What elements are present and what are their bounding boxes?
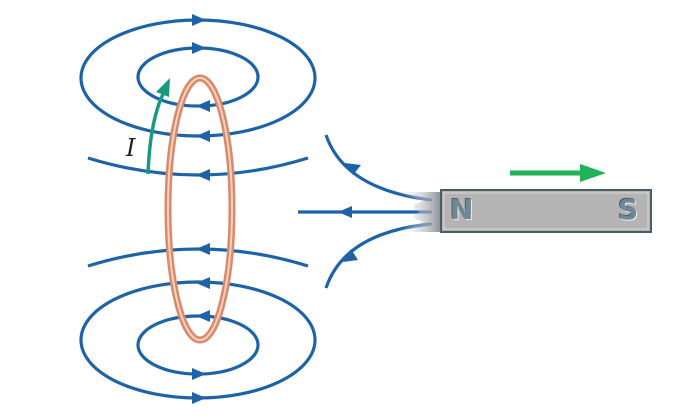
bottom-inner-field-loop [136, 314, 260, 376]
current-arrowhead-icon [156, 78, 170, 97]
lower-field-arc [87, 247, 309, 268]
arrow-left-icon [196, 130, 210, 142]
magnet-field-lower [324, 222, 433, 289]
arrow-left-icon [196, 243, 210, 255]
current-arrow [146, 91, 166, 175]
coil-loop-highlight [167, 77, 233, 341]
motion-arrowhead-icon [580, 164, 606, 182]
arrow-left-icon [196, 100, 210, 112]
bar-magnet [440, 189, 652, 233]
arrow-up-left-icon [345, 163, 361, 175]
arrow-left-icon [196, 310, 210, 322]
field-arrowheads [192, 14, 361, 404]
arrow-right-icon [192, 368, 206, 380]
current-label: I [126, 134, 136, 162]
upper-field-arc [87, 156, 309, 177]
arrow-right-icon [192, 14, 206, 26]
arrow-left-icon [196, 169, 210, 181]
arrow-left-icon [338, 206, 352, 218]
arrow-right-icon [192, 42, 206, 54]
north-pole-glow [395, 192, 441, 232]
arrow-left-icon [196, 277, 210, 289]
south-pole-label: S [618, 193, 639, 226]
arrow-down-left-icon [343, 249, 358, 262]
magnet-field-upper [324, 134, 433, 202]
arrow-right-icon [192, 392, 206, 404]
north-pole-label: N [450, 193, 474, 226]
field-lines [79, 18, 433, 400]
